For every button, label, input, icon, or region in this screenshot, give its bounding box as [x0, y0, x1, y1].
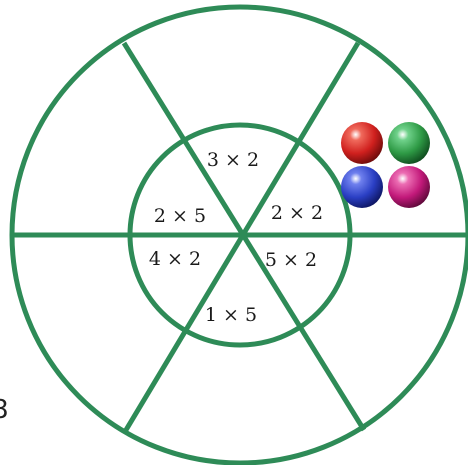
inner-label-upper-left: 2 × 5: [154, 205, 206, 227]
marbles-group: [341, 122, 430, 208]
magenta-marble: [388, 166, 430, 208]
inner-label-lower-left: 4 × 2: [149, 248, 201, 270]
green-marble: [388, 122, 430, 164]
inner-label-top: 3 × 2: [207, 149, 259, 171]
inner-label-lower-right: 5 × 2: [265, 249, 317, 271]
blue-marble: [341, 166, 383, 208]
inner-label-bottom: 1 × 5: [205, 304, 257, 326]
inner-label-upper-right: 2 × 2: [271, 202, 323, 224]
red-marble: [341, 122, 383, 164]
margin-number: 8: [0, 395, 9, 425]
